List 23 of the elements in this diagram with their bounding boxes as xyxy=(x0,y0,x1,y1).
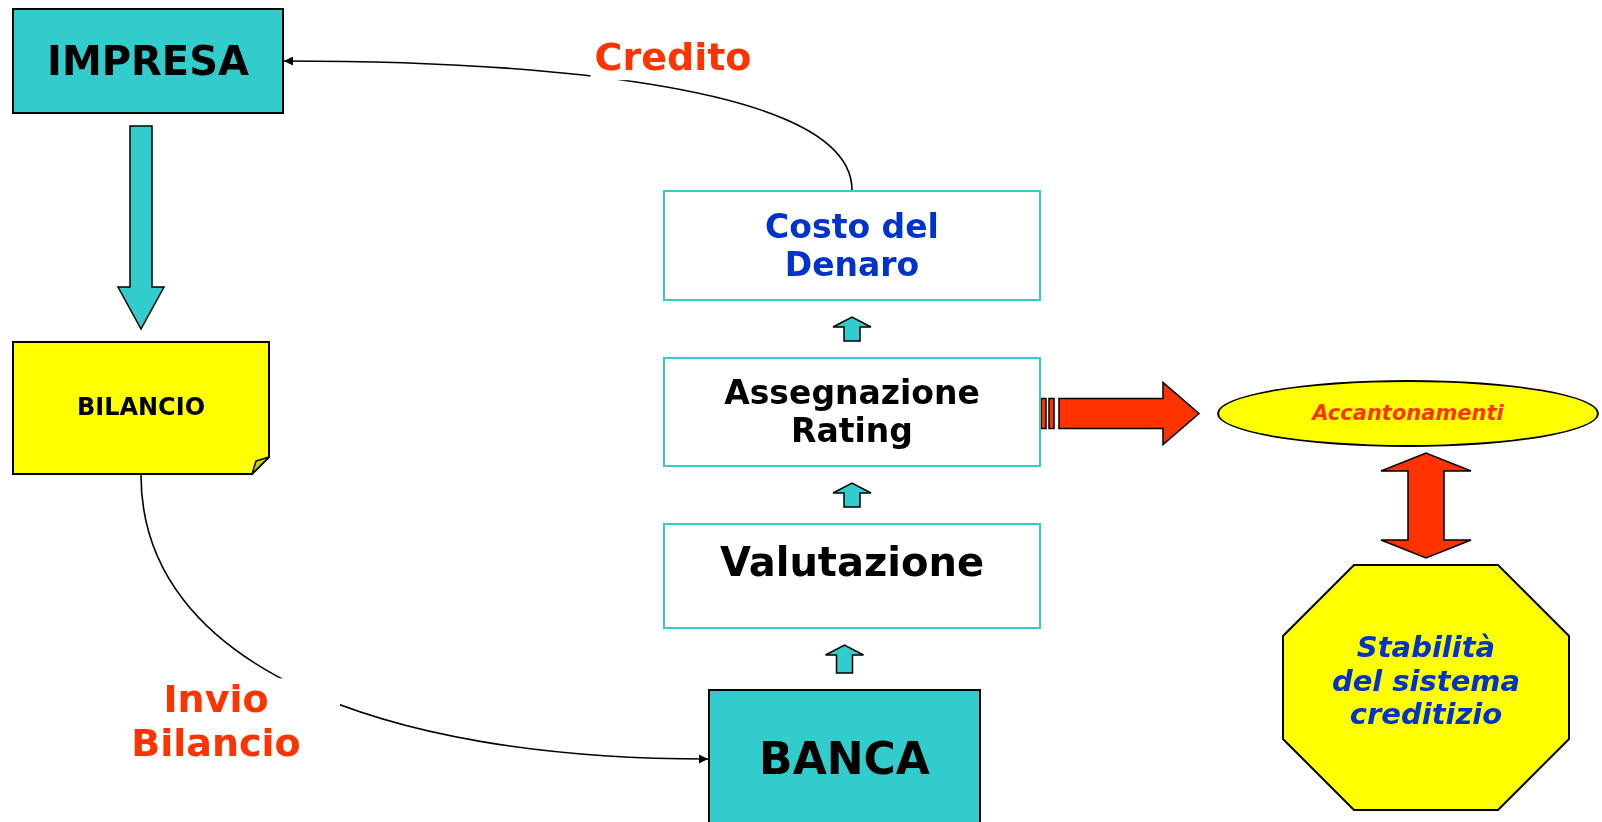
curved-arrow xyxy=(140,474,709,764)
block-arrow xyxy=(832,482,872,508)
block-arrow xyxy=(832,316,872,342)
node-text: Accantonamenti xyxy=(1310,401,1505,426)
block-arrow xyxy=(116,125,166,331)
block-arrow xyxy=(1380,452,1472,559)
node-text: BILANCIO xyxy=(75,394,207,422)
node-text: BANCA xyxy=(758,733,931,785)
node-text: IMPRESA xyxy=(46,38,250,84)
node-text: Stabilità del sistema creditizio xyxy=(1330,631,1522,732)
octagon-shape xyxy=(1282,564,1570,811)
curved-arrow xyxy=(283,56,853,191)
process-box xyxy=(708,689,981,822)
process-box xyxy=(663,190,1041,301)
node-text: Valutazione xyxy=(718,539,986,585)
node-text: Costo del Denaro xyxy=(764,207,940,284)
block-arrow xyxy=(824,644,865,674)
node-text: Assegnazione Rating xyxy=(723,374,981,450)
process-box xyxy=(663,523,1041,629)
process-box xyxy=(663,357,1041,467)
note-shape xyxy=(12,341,270,475)
process-box xyxy=(12,8,284,114)
block-arrow xyxy=(1040,380,1201,447)
